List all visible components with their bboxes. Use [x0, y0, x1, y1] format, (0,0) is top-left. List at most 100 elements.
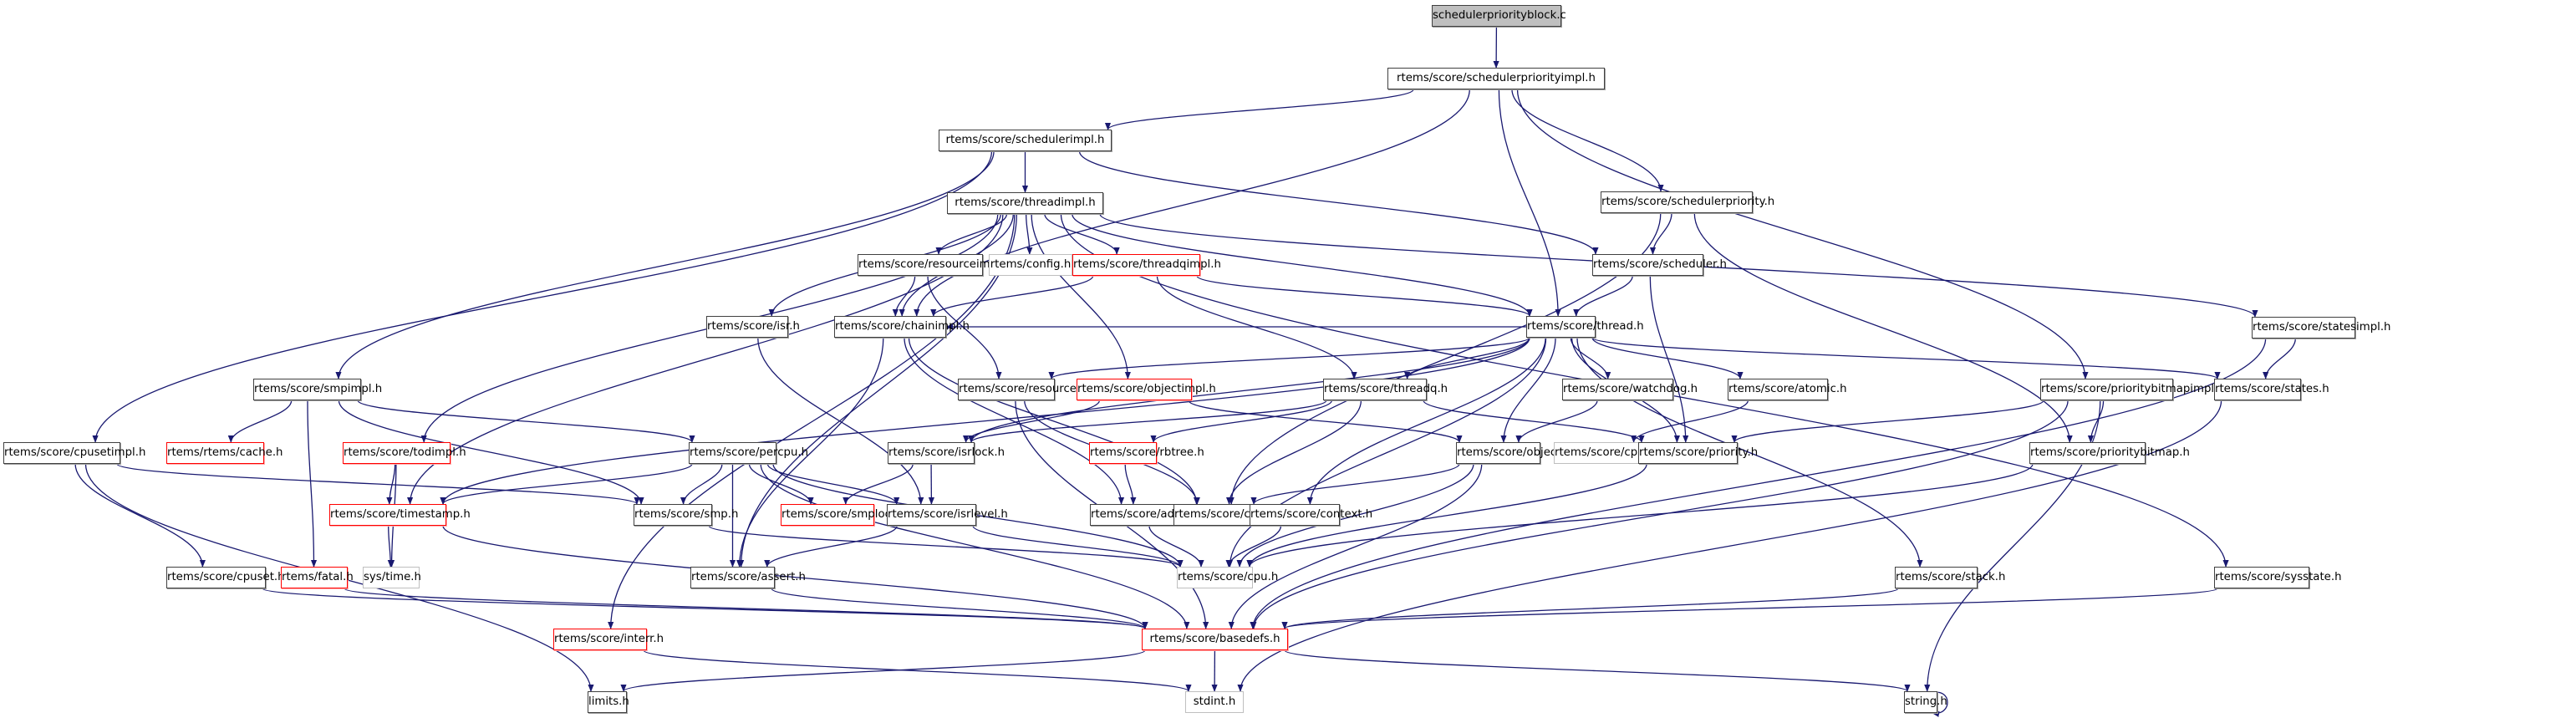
- edge-statesimpl-to-states: [2263, 338, 2296, 379]
- node-label: rtems/score/prioritybitmap.h: [2030, 446, 2190, 459]
- node-fatal[interactable]: rtems/fatal.h: [281, 567, 354, 588]
- node-smp[interactable]: rtems/score/smp.h: [634, 504, 738, 526]
- edge-percpu-to-cpu: [772, 463, 1184, 568]
- node-label: stdint.h: [1193, 695, 1236, 708]
- node-watchdog[interactable]: rtems/score/watchdog.h: [1562, 379, 1698, 400]
- node-label: rtems/score/timestamp.h: [330, 508, 471, 521]
- edge-fatal-to-basedefs: [344, 588, 1148, 629]
- node-smpimpl[interactable]: rtems/score/smpimpl.h: [253, 379, 382, 400]
- edge-thread-to-cpu: [1226, 337, 1547, 568]
- edge-object-to-basedefs: [1228, 463, 1483, 629]
- node-objectimpl[interactable]: rtems/score/objectimpl.h: [1077, 379, 1216, 400]
- node-label: rtems/score/smp.h: [634, 508, 739, 521]
- node-label: rtems/score/objectimpl.h: [1077, 383, 1216, 395]
- edge-todimpl-to-timestamp: [386, 463, 396, 505]
- node-label: schedulerpriorityblock.c: [1433, 9, 1566, 22]
- node-rbtree[interactable]: rtems/score/rbtree.h: [1089, 442, 1204, 464]
- node-stack[interactable]: rtems/score/stack.h: [1895, 567, 2005, 588]
- node-isrlock[interactable]: rtems/score/isrlock.h: [888, 442, 1005, 464]
- node-chainimpl[interactable]: rtems/score/chainimpl.h: [834, 316, 970, 338]
- node-label: rtems/score/isrlevel.h: [888, 508, 1008, 521]
- node-statesimpl[interactable]: rtems/score/statesimpl.h: [2252, 317, 2390, 339]
- node-interr[interactable]: rtems/score/interr.h: [553, 629, 664, 650]
- edge-object-to-cpu: [1236, 463, 1474, 568]
- edge-thread-to-object: [1500, 337, 1556, 443]
- edge-percpu-to-smp: [680, 463, 723, 505]
- edge-watchdog-to-object: [1515, 400, 1598, 443]
- node-isrlevel[interactable]: rtems/score/isrlevel.h: [887, 504, 1008, 526]
- edge-threadimpl-to-thread: [1072, 213, 1533, 317]
- node-label: rtems/score/schedulerimpl.h: [945, 134, 1105, 146]
- node-label: rtems/score/atomic.h: [1728, 383, 1847, 395]
- node-assert[interactable]: rtems/score/assert.h: [690, 567, 806, 588]
- edge-smp-to-cpu: [708, 525, 1184, 568]
- node-threadqimpl[interactable]: rtems/score/threadqimpl.h: [1072, 254, 1221, 276]
- node-object[interactable]: rtems/score/object.h: [1456, 442, 1571, 464]
- edge-atomic-to-cpuatomic: [1631, 400, 1749, 443]
- node-basedefs[interactable]: rtems/score/basedefs.h: [1142, 629, 1288, 650]
- edge-schedulerpriority-to-scheduler: [1649, 212, 1672, 255]
- node-schedulerpriority[interactable]: rtems/score/schedulerpriority.h: [1601, 191, 1774, 213]
- node-label: rtems/score/sysstate.h: [2215, 571, 2342, 583]
- node-schedulerimpl[interactable]: rtems/score/schedulerimpl.h: [939, 130, 1112, 151]
- node-sysstate[interactable]: rtems/score/sysstate.h: [2214, 567, 2342, 588]
- edge-thread-to-context: [1306, 337, 1546, 505]
- edge-chainimpl-to-assert: [736, 337, 884, 568]
- edge-threadqimpl-to-chainimpl: [930, 275, 1094, 317]
- node-label: rtems/score/todimpl.h: [344, 446, 466, 459]
- node-label: rtems/score/scheduler.h: [1593, 258, 1727, 271]
- edge-smpimpl-to-percpu: [357, 400, 695, 443]
- node-config[interactable]: rtems/config.h: [989, 254, 1072, 276]
- node-label: rtems/score/threadimpl.h: [955, 196, 1096, 209]
- node-label: rtems/score/chainimpl.h: [835, 320, 970, 333]
- node-chain[interactable]: rtems/score/chain.h: [1173, 504, 1285, 526]
- node-prioritybitmapimpl[interactable]: rtems/score/prioritybitmapimpl.h: [2040, 379, 2225, 400]
- node-string[interactable]: string.h: [1904, 691, 1947, 713]
- node-cpusetimpl[interactable]: rtems/score/cpusetimpl.h: [3, 442, 145, 464]
- node-thread[interactable]: rtems/score/thread.h: [1526, 316, 1644, 338]
- node-threadimpl[interactable]: rtems/score/threadimpl.h: [947, 192, 1103, 214]
- node-context[interactable]: rtems/score/context.h: [1250, 504, 1372, 526]
- edge-schedulerpriorityimpl-to-schedulerpriority: [1511, 89, 1664, 192]
- node-percpu[interactable]: rtems/score/percpu.h: [689, 442, 808, 464]
- node-label: rtems/score/threadq.h: [1324, 383, 1448, 395]
- node-root: schedulerpriorityblock.c: [1432, 5, 1566, 27]
- edge-schedulerimpl-to-cpusetimpl: [92, 150, 993, 443]
- edge-schedulerpriorityimpl-to-chainimpl: [914, 89, 1470, 317]
- edge-isr-to-isrlevel: [757, 337, 924, 505]
- node-cpuset[interactable]: rtems/score/cpuset.h: [166, 567, 285, 588]
- node-label: rtems/score/states.h: [2215, 383, 2329, 395]
- node-stdint[interactable]: stdint.h: [1185, 691, 1244, 713]
- edge-rbtree-to-address: [1124, 463, 1137, 505]
- node-limits[interactable]: limits.h: [588, 691, 629, 713]
- edge-basedefs-to-string: [1284, 649, 1911, 692]
- node-cpu[interactable]: rtems/score/cpu.h: [1177, 567, 1278, 588]
- node-label: rtems/score/percpu.h: [690, 446, 809, 459]
- edge-isrlevel-to-cpu: [972, 525, 1184, 568]
- node-states[interactable]: rtems/score/states.h: [2214, 379, 2329, 400]
- edge-context-to-cpu: [1225, 525, 1282, 568]
- edge-thread-to-states: [1591, 337, 2221, 379]
- node-label: rtems/score/cpu.h: [1178, 571, 1279, 583]
- node-prioritybitmap[interactable]: rtems/score/prioritybitmap.h: [2029, 442, 2190, 464]
- node-resource[interactable]: rtems/score/resource.h: [958, 379, 1087, 400]
- node-atomic[interactable]: rtems/score/atomic.h: [1728, 379, 1847, 400]
- node-isr[interactable]: rtems/score/isr.h: [706, 316, 800, 338]
- edge-chainimpl-to-address: [904, 337, 1125, 505]
- node-todimpl[interactable]: rtems/score/todimpl.h: [343, 442, 466, 464]
- node-scheduler[interactable]: rtems/score/scheduler.h: [1592, 254, 1727, 276]
- node-schedulerpriorityimpl[interactable]: rtems/score/schedulerpriorityimpl.h: [1387, 68, 1605, 89]
- node-cache[interactable]: rtems/rtems/cache.h: [166, 442, 283, 464]
- edge-threadq-to-rbtree: [1150, 400, 1333, 443]
- node-resourceimpl[interactable]: rtems/score/resourceimpl.h: [858, 254, 1011, 276]
- node-label: rtems/score/smplock.h: [781, 508, 909, 521]
- node-smplock[interactable]: rtems/score/smplock.h: [781, 504, 908, 526]
- node-priority[interactable]: rtems/score/priority.h: [1638, 442, 1758, 464]
- node-threadq[interactable]: rtems/score/threadq.h: [1323, 379, 1448, 400]
- node-systime[interactable]: sys/time.h: [363, 567, 421, 588]
- node-timestamp[interactable]: rtems/score/timestamp.h: [329, 504, 471, 526]
- node-label: rtems/score/object.h: [1457, 446, 1572, 459]
- node-address[interactable]: rtems/score/address.h: [1090, 504, 1214, 526]
- node-label: rtems/config.h: [990, 258, 1072, 271]
